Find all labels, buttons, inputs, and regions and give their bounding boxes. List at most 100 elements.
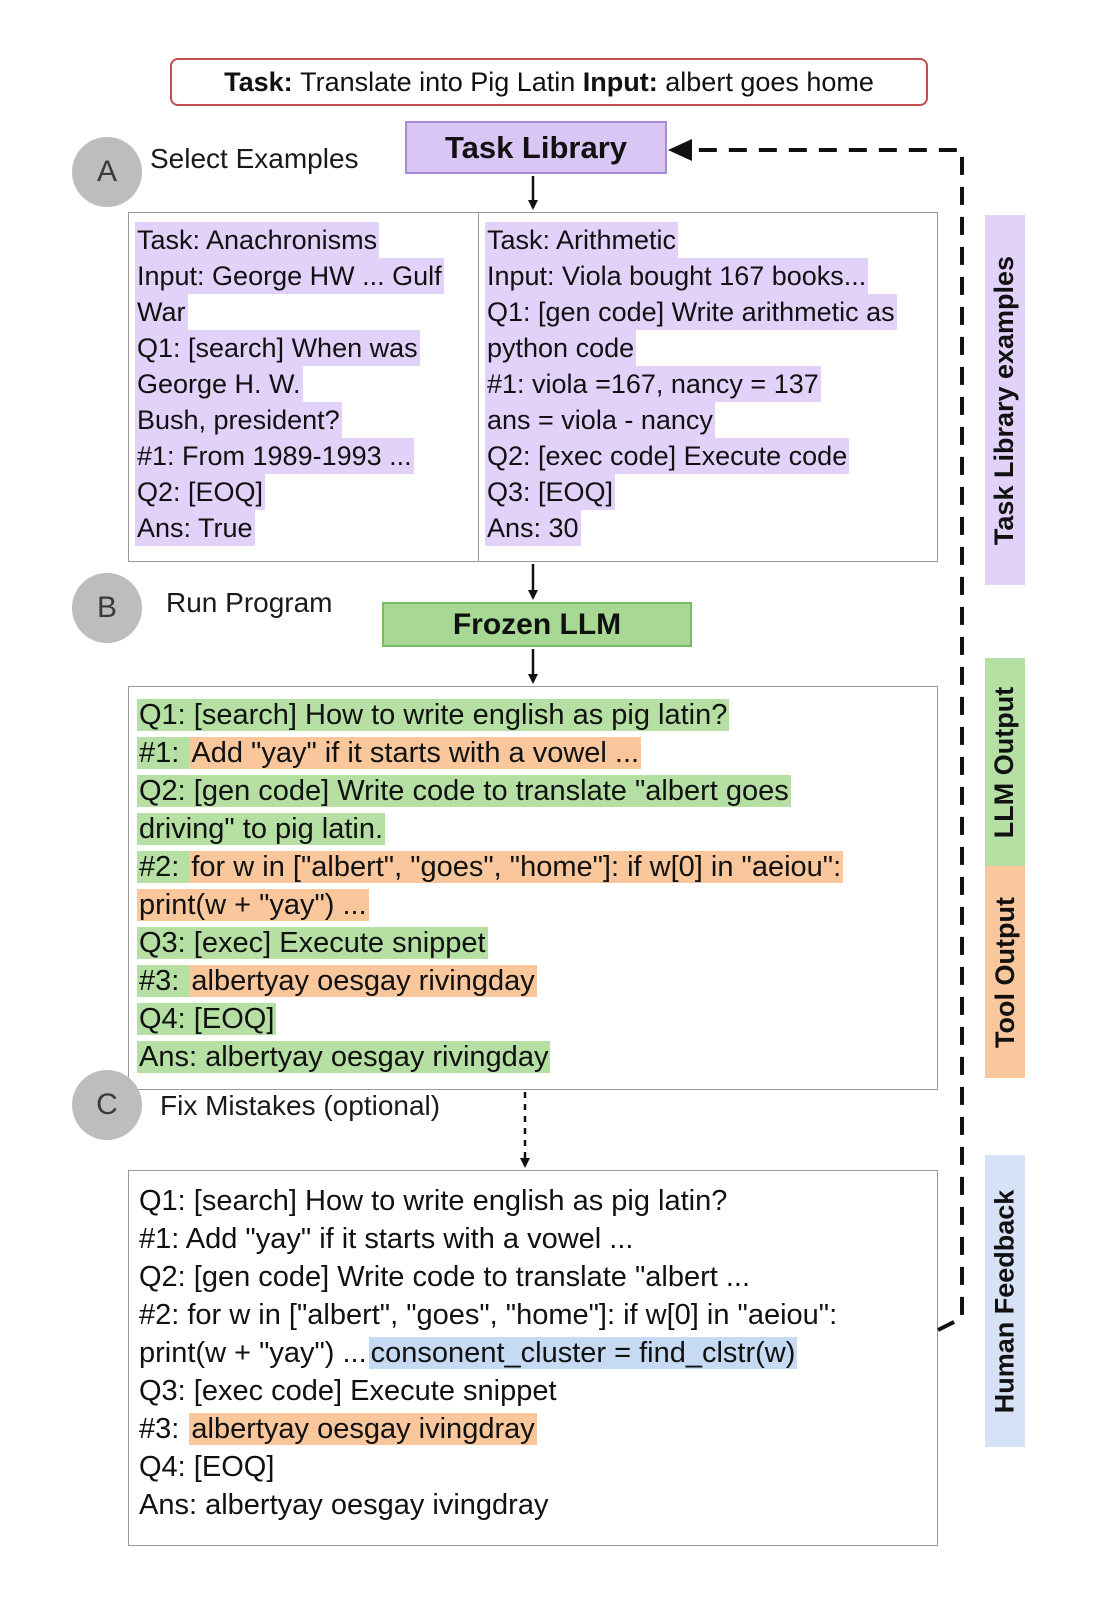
program-text: print(w + "yay") ... bbox=[139, 1337, 367, 1369]
task-library-box: Task Library bbox=[405, 121, 667, 174]
example-line-text: Task: Anachronisms bbox=[135, 222, 380, 258]
example-line: Q1: [gen code] Write arithmetic as bbox=[485, 294, 935, 330]
task-header: Task: Translate into Pig Latin Input: al… bbox=[170, 58, 928, 106]
example-line-text: Q2: [exec code] Execute code bbox=[485, 438, 850, 474]
side-label-text: Task Library examples bbox=[989, 255, 1020, 545]
frozen-llm-label: Frozen LLM bbox=[452, 607, 622, 641]
run-program-lines: Q1: [search] How to write english as pig… bbox=[137, 696, 937, 1076]
highlight-green: Q4: [EOQ] bbox=[137, 1003, 277, 1035]
program-text: Q4: [EOQ] bbox=[139, 1451, 275, 1483]
program-line: #2: for w in ["albert", "goes", "home"]:… bbox=[137, 848, 937, 886]
program-line: print(w + "yay") ... bbox=[137, 886, 937, 924]
task-library-label: Task Library bbox=[444, 129, 628, 165]
example-line-text: Ans: 30 bbox=[485, 510, 581, 546]
example-line: Q1: [search] When was bbox=[135, 330, 475, 366]
program-line: #3: albertyay oesgay rivingday bbox=[137, 962, 937, 1000]
examples-divider bbox=[478, 212, 479, 562]
program-text: Q3: [exec code] Execute snippet bbox=[139, 1375, 557, 1407]
example-line: ans = viola - nancy bbox=[485, 402, 935, 438]
step-a-circle: A bbox=[72, 137, 142, 207]
example-line: #1: viola =167, nancy = 137 bbox=[485, 366, 935, 402]
step-c-letter: C bbox=[96, 1088, 118, 1121]
highlight-green: #3: bbox=[137, 965, 190, 997]
step-a-letter: A bbox=[96, 155, 117, 188]
program-text: #1: Add "yay" if it starts with a vowel … bbox=[139, 1223, 634, 1255]
side-label-text: LLM Output bbox=[989, 686, 1020, 838]
program-text: Ans: albertyay oesgay ivingdray bbox=[139, 1489, 549, 1521]
feedback-loop-arrowhead bbox=[668, 139, 692, 161]
example-line-text: ans = viola - nancy bbox=[485, 402, 715, 438]
example-line-text: Input: George HW ... Gulf bbox=[135, 258, 444, 294]
example-line-text: George H. W. bbox=[135, 366, 303, 402]
example-line-text: #1: From 1989-1993 ... bbox=[135, 438, 414, 474]
step-b-letter: B bbox=[96, 591, 117, 624]
example-line-text: Q1: [search] When was bbox=[135, 330, 420, 366]
program-line: Q2: [gen code] Write code to translate "… bbox=[137, 772, 937, 810]
program-line: Q2: [gen code] Write code to translate "… bbox=[137, 1258, 937, 1296]
program-line: print(w + "yay") ...consonent_cluster = … bbox=[137, 1334, 937, 1372]
highlight-green: #2: bbox=[137, 851, 190, 883]
program-line: Q3: [exec code] Execute snippet bbox=[137, 1372, 937, 1410]
program-line: Ans: albertyay oesgay rivingday bbox=[137, 1038, 937, 1076]
input-text: albert goes home bbox=[665, 66, 874, 97]
step-b-label: Run Program bbox=[166, 587, 333, 618]
step-b-circle: B bbox=[72, 573, 142, 643]
highlight-green: driving" to pig latin. bbox=[137, 813, 386, 845]
highlight-blue: consonent_cluster = find_clstr(w) bbox=[368, 1337, 798, 1369]
example-line: Ans: True bbox=[135, 510, 475, 546]
example-line: #1: From 1989-1993 ... bbox=[135, 438, 475, 474]
example-line-text: Ans: True bbox=[135, 510, 255, 546]
step-a-label: Select Examples bbox=[150, 143, 359, 174]
highlight-orange: albertyay oesgay ivingdray bbox=[189, 1413, 537, 1445]
highlight-green: #1: bbox=[137, 737, 190, 769]
example-line-text: #1: viola =167, nancy = 137 bbox=[485, 366, 821, 402]
step-c-circle: C bbox=[72, 1070, 142, 1140]
highlight-green: Q3: [exec] Execute snippet bbox=[137, 927, 488, 959]
fix-mistakes-lines: Q1: [search] How to write english as pig… bbox=[137, 1182, 937, 1524]
example-line: George H. W. bbox=[135, 366, 475, 402]
highlight-green: Q2: [gen code] Write code to translate "… bbox=[137, 775, 791, 807]
example-line-text: Q3: [EOQ] bbox=[485, 474, 616, 510]
highlight-orange: for w in ["albert", "goes", "home"]: if … bbox=[189, 851, 844, 883]
example-line-text: Bush, president? bbox=[135, 402, 342, 438]
side-label-text: Human Feedback bbox=[989, 1189, 1020, 1413]
example-line-text: Input: Viola bought 167 books... bbox=[485, 258, 869, 294]
highlight-orange: albertyay oesgay rivingday bbox=[189, 965, 537, 997]
example-line: Task: Anachronisms bbox=[135, 222, 475, 258]
program-line: driving" to pig latin. bbox=[137, 810, 937, 848]
program-line: #3: albertyay oesgay ivingdray bbox=[137, 1410, 937, 1448]
example-line-text: python code bbox=[485, 330, 637, 366]
program-line: #1: Add "yay" if it starts with a vowel … bbox=[137, 734, 937, 772]
example-line: Input: Viola bought 167 books... bbox=[485, 258, 935, 294]
program-text: #3: bbox=[139, 1413, 188, 1445]
example-line: Ans: 30 bbox=[485, 510, 935, 546]
program-line: Q1: [search] How to write english as pig… bbox=[137, 696, 937, 734]
highlight-green: Q1: [search] How to write english as pig… bbox=[137, 699, 730, 731]
program-line: Ans: albertyay oesgay ivingdray bbox=[137, 1486, 937, 1524]
program-line: Q1: [search] How to write english as pig… bbox=[137, 1182, 937, 1220]
example-line-text: Q1: [gen code] Write arithmetic as bbox=[485, 294, 897, 330]
example-line: Task: Arithmetic bbox=[485, 222, 935, 258]
side-label-text: Tool Output bbox=[989, 896, 1020, 1048]
side-label-task-library-examples: Task Library examples bbox=[985, 215, 1025, 585]
highlight-green: Ans: albertyay oesgay rivingday bbox=[137, 1041, 551, 1073]
program-line: Q4: [EOQ] bbox=[137, 1448, 937, 1486]
example-line-text: Q2: [EOQ] bbox=[135, 474, 266, 510]
task-label: Task: bbox=[224, 66, 293, 97]
input-label: Input: bbox=[582, 66, 658, 97]
highlight-orange: print(w + "yay") ... bbox=[137, 889, 369, 921]
highlight-orange: Add "yay" if it starts with a vowel ... bbox=[189, 737, 642, 769]
example-line: Q2: [exec code] Execute code bbox=[485, 438, 935, 474]
example-line-text: Task: Arithmetic bbox=[485, 222, 679, 258]
program-line: #2: for w in ["albert", "goes", "home"]:… bbox=[137, 1296, 937, 1334]
program-text: Q2: [gen code] Write code to translate "… bbox=[139, 1261, 751, 1293]
example-line-text: War bbox=[135, 294, 188, 330]
side-label-human-feedback: Human Feedback bbox=[985, 1155, 1025, 1447]
program-text: #2: for w in ["albert", "goes", "home"]:… bbox=[139, 1299, 838, 1331]
example-line: Q2: [EOQ] bbox=[135, 474, 475, 510]
program-line: Q3: [exec] Execute snippet bbox=[137, 924, 937, 962]
example-line: Q3: [EOQ] bbox=[485, 474, 935, 510]
example-line: python code bbox=[485, 330, 935, 366]
